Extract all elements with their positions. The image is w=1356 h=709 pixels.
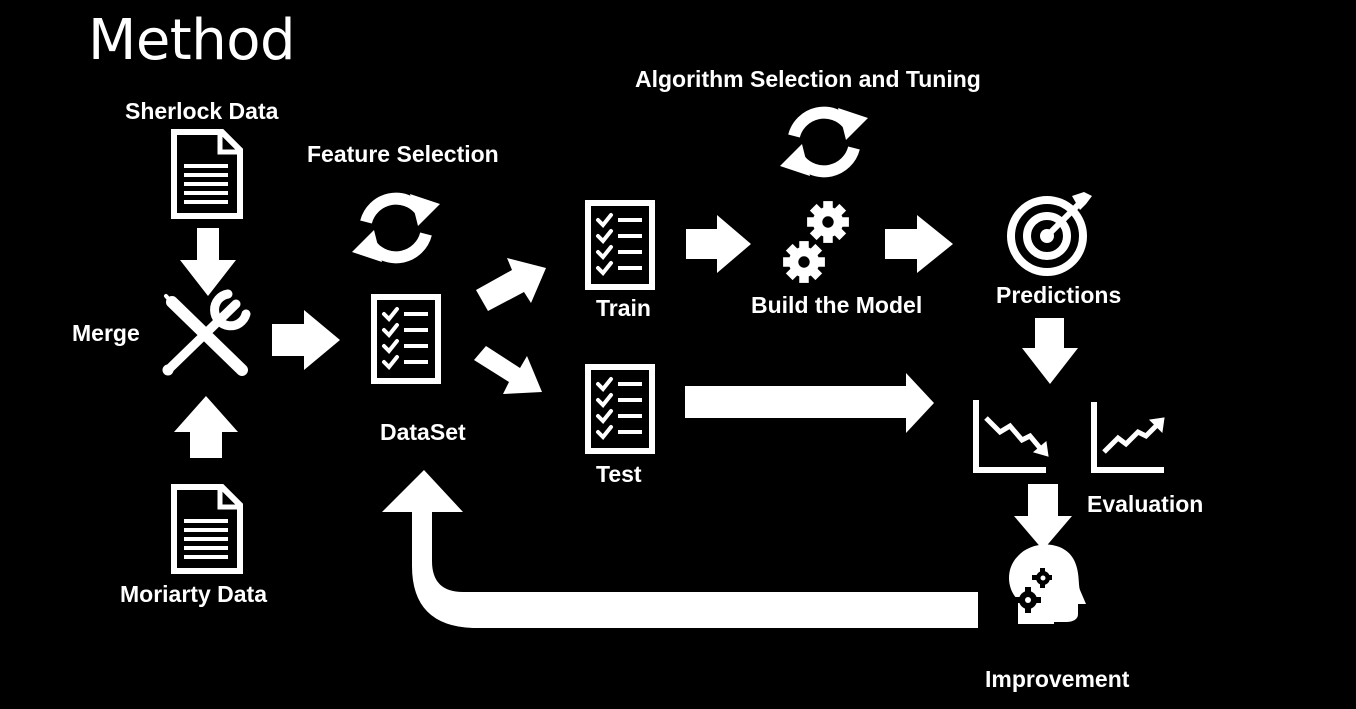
arrow-improvement-to-dataset — [382, 470, 978, 628]
trend-charts-icon — [973, 400, 1165, 473]
arrow-train-to-model — [686, 215, 751, 273]
arrows — [174, 215, 1078, 628]
checklist-icon — [588, 367, 652, 451]
evaluation-label: Evaluation — [1087, 491, 1204, 517]
arrow-sherlock-to-merge — [180, 228, 236, 296]
refresh-cycle-icon — [780, 108, 868, 176]
sherlock-data-label: Sherlock Data — [125, 98, 279, 124]
arrow-dataset-to-train — [476, 258, 546, 311]
train-label: Train — [596, 295, 651, 321]
arrow-model-to-predictions — [885, 215, 953, 273]
document-icon — [174, 487, 240, 571]
checklist-icon — [374, 297, 438, 381]
refresh-cycle-icon — [352, 194, 440, 262]
target-icon — [1007, 192, 1092, 276]
algorithm-tuning-label: Algorithm Selection and Tuning — [635, 66, 981, 92]
checklist-icon — [588, 203, 652, 287]
dataset-label: DataSet — [380, 419, 466, 445]
arrow-test-to-evaluation — [685, 373, 934, 433]
merge-label: Merge — [72, 320, 140, 346]
arrow-dataset-to-test — [474, 346, 542, 394]
moriarty-data-label: Moriarty Data — [120, 581, 267, 607]
arrow-moriarty-to-merge — [174, 396, 238, 458]
gears-icon — [783, 201, 849, 283]
arrow-predictions-to-evaluation — [1022, 318, 1078, 384]
head-gears-icon — [1009, 544, 1086, 624]
arrow-evaluation-to-improvement — [1014, 484, 1072, 550]
document-icon — [174, 132, 240, 216]
slide-title: Method — [88, 8, 296, 73]
tools-icon — [162, 289, 251, 376]
arrow-merge-to-dataset — [272, 310, 340, 370]
improvement-label: Improvement — [985, 666, 1130, 692]
feature-selection-label: Feature Selection — [307, 141, 499, 167]
test-label: Test — [596, 461, 642, 487]
build-model-label: Build the Model — [751, 292, 923, 318]
predictions-label: Predictions — [996, 282, 1122, 308]
